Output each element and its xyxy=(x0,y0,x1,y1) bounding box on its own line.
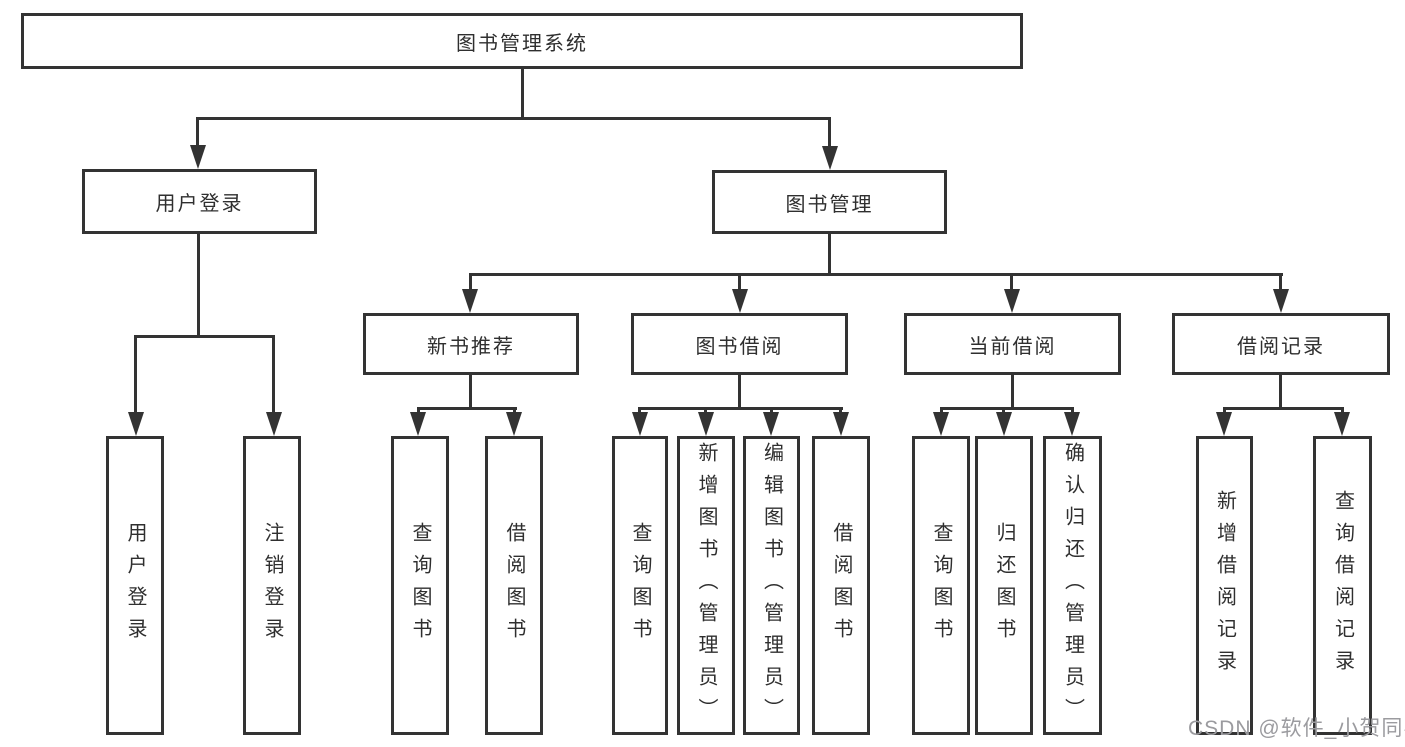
arrow-down-icon xyxy=(833,412,849,436)
node-label: 图书管理系统 xyxy=(456,32,588,55)
leaf-query-books-recommend: 查询图书 xyxy=(391,436,449,735)
connector-line xyxy=(196,117,831,120)
connector-line xyxy=(134,337,137,414)
connector-line xyxy=(469,273,1283,276)
arrow-down-icon xyxy=(1273,289,1289,313)
node-label: 编辑图书（管理员） xyxy=(760,441,783,730)
arrow-down-icon xyxy=(698,412,714,436)
arrow-down-icon xyxy=(462,289,478,313)
leaf-borrow-books-recommend: 借阅图书 xyxy=(485,436,543,735)
connector-line xyxy=(1279,375,1282,409)
arrow-down-icon xyxy=(410,412,426,436)
node-user-login: 用户登录 xyxy=(82,169,317,234)
connector-line xyxy=(738,375,741,409)
leaf-query-books-borrow: 查询图书 xyxy=(612,436,668,735)
node-label: 图书管理 xyxy=(785,193,874,216)
node-label: 借阅图书 xyxy=(830,521,852,650)
arrow-down-icon xyxy=(933,412,949,436)
connector-line xyxy=(272,337,275,414)
connector-line xyxy=(638,407,843,410)
node-new-book-recommendation: 新书推荐 xyxy=(363,313,579,375)
connector-line xyxy=(469,375,472,409)
arrow-down-icon xyxy=(190,145,206,169)
connector-line xyxy=(738,275,741,292)
connector-line xyxy=(940,407,1074,410)
arrow-down-icon xyxy=(128,412,144,436)
arrow-down-icon xyxy=(822,146,838,170)
node-label: 用户登录 xyxy=(124,521,146,650)
connector-line xyxy=(1223,407,1344,410)
connector-line xyxy=(828,119,831,147)
node-library-management-system: 图书管理系统 xyxy=(21,13,1023,69)
leaf-query-borrow-record: 查询借阅记录 xyxy=(1313,436,1372,735)
leaf-user-login: 用户登录 xyxy=(106,436,164,735)
arrow-down-icon xyxy=(1004,289,1020,313)
leaf-return-books: 归还图书 xyxy=(975,436,1033,735)
node-current-borrowing: 当前借阅 xyxy=(904,313,1121,375)
node-label: 确认归还（管理员） xyxy=(1061,441,1084,730)
connector-line xyxy=(469,275,472,292)
arrow-down-icon xyxy=(732,289,748,313)
leaf-logout: 注销登录 xyxy=(243,436,301,735)
node-label: 查询图书 xyxy=(409,521,431,650)
node-label: 图书借阅 xyxy=(695,335,784,358)
leaf-add-borrow-record: 新增借阅记录 xyxy=(1196,436,1253,735)
arrow-down-icon xyxy=(266,412,282,436)
leaf-add-book-admin: 新增图书（管理员） xyxy=(677,436,735,735)
arrow-down-icon xyxy=(506,412,522,436)
connector-line xyxy=(521,69,524,117)
arrow-down-icon xyxy=(763,412,779,436)
arrow-down-icon xyxy=(996,412,1012,436)
arrow-down-icon xyxy=(1334,412,1350,436)
connector-line xyxy=(1279,275,1282,292)
node-book-management: 图书管理 xyxy=(712,170,947,234)
connector-line xyxy=(134,335,275,338)
leaf-query-books-current: 查询图书 xyxy=(912,436,970,735)
node-label: 查询图书 xyxy=(930,521,952,650)
leaf-confirm-return-admin: 确认归还（管理员） xyxy=(1043,436,1102,735)
node-label: 查询图书 xyxy=(629,521,651,650)
node-label: 新书推荐 xyxy=(427,335,515,358)
node-label: 归还图书 xyxy=(993,521,1015,650)
node-borrowing-records: 借阅记录 xyxy=(1172,313,1390,375)
arrow-down-icon xyxy=(632,412,648,436)
node-label: 用户登录 xyxy=(155,193,244,215)
watermark-text: CSDN @软件_小贺同学 xyxy=(1188,717,1405,740)
connector-line xyxy=(197,234,200,335)
connector-line xyxy=(828,234,831,273)
node-label: 新增图书（管理员） xyxy=(695,441,717,730)
arrow-down-icon xyxy=(1216,412,1232,436)
node-label: 查询借阅记录 xyxy=(1331,489,1354,682)
node-label: 借阅图书 xyxy=(503,521,525,650)
connector-line xyxy=(196,119,199,147)
leaf-edit-book-admin: 编辑图书（管理员） xyxy=(743,436,800,735)
node-label: 借阅记录 xyxy=(1237,335,1325,358)
node-book-borrowing: 图书借阅 xyxy=(631,313,848,375)
connector-line xyxy=(417,407,517,410)
node-label: 当前借阅 xyxy=(968,335,1057,358)
arrow-down-icon xyxy=(1064,412,1080,436)
leaf-borrow-books: 借阅图书 xyxy=(812,436,870,735)
node-label: 新增借阅记录 xyxy=(1213,489,1236,682)
connector-line xyxy=(1010,275,1013,292)
node-label: 注销登录 xyxy=(261,521,283,650)
connector-line xyxy=(1011,375,1014,409)
